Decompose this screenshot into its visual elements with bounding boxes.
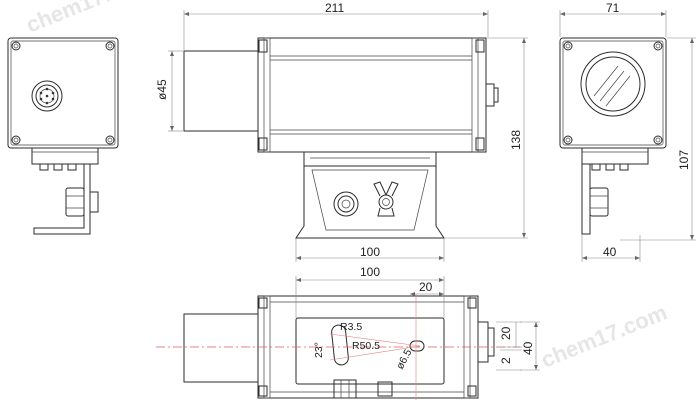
lens-tube: [183, 50, 259, 132]
front-view: [183, 37, 499, 239]
camera-body: [257, 37, 487, 153]
connector-plug: [31, 80, 63, 112]
right-lens-view: [559, 37, 667, 235]
left-side-view: [7, 37, 119, 235]
arc-slot: [331, 324, 349, 366]
dim-71: 71: [606, 1, 620, 15]
bottom-view: [156, 294, 520, 400]
mount-nut: [333, 191, 359, 217]
label-hole-diameter: ø6.5: [394, 347, 415, 371]
label-angle: 23°: [313, 342, 325, 358]
dim-right-40: 40: [521, 341, 535, 355]
dim-40-bracket: 40: [603, 245, 617, 259]
dim-right-2: 2: [499, 357, 513, 364]
dim-211: 211: [325, 1, 344, 15]
front-dimensions: 211 ø45 138 100: [155, 1, 528, 262]
dim-top-20: 20: [419, 280, 433, 294]
rear-connector: [485, 83, 495, 107]
watermark-top-left: chem17.com: [23, 0, 156, 38]
dim-top-100: 100: [360, 265, 380, 279]
dim-138: 138: [509, 130, 523, 150]
dim-right-20: 20: [499, 326, 513, 340]
label-r3-5: R3.5: [340, 321, 362, 333]
lens-window: [580, 51, 646, 117]
dim-107: 107: [677, 150, 691, 170]
dim-base-100: 100: [360, 245, 380, 259]
right-dimensions: 71 107 40: [559, 1, 696, 262]
dim-lens-diameter: ø45: [155, 79, 169, 100]
watermark-bottom-right: chem17.com: [538, 300, 671, 373]
label-r50-5: R50.5: [352, 340, 380, 352]
wing-nut: [378, 194, 394, 210]
mount-hole: [409, 340, 425, 352]
